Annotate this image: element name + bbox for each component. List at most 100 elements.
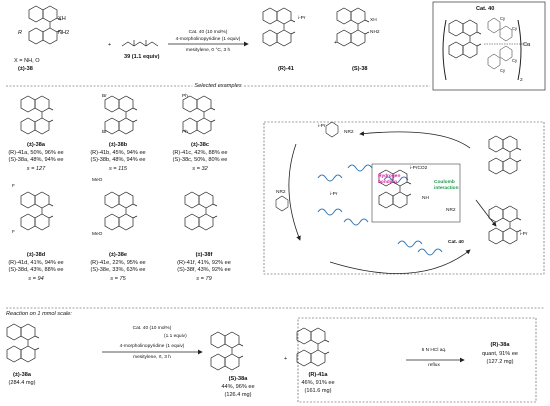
substituent-f-bottom: F xyxy=(12,230,15,235)
substituent-ome-bottom: MeO xyxy=(92,232,103,237)
mech-hbond-label: Hydrogen bonding xyxy=(378,174,401,185)
scale-cond-base: 4-morpholinopyridine (1 equiv) xyxy=(119,344,185,349)
condition-cat: Cat. 40 (10 mol%) xyxy=(188,30,228,35)
condition-solvent: mesitylene, 0 °C, 3 h xyxy=(185,48,231,53)
product-41-ipr: i-Pr xyxy=(298,16,306,21)
substituent-ph-top: Ph xyxy=(182,94,188,99)
final-product-mass: (127.2 mg) xyxy=(486,359,514,365)
cycle-arrow-top xyxy=(359,131,471,149)
scale-sm-mass: (284.4 mg) xyxy=(8,380,36,386)
example-selectivity: s = 32 xyxy=(192,166,208,172)
example-r-result: (R)-41e, 22%, 95% ee xyxy=(90,260,146,266)
scale-product-41a: (R)-41a xyxy=(308,372,328,378)
example-s-result: (S)-38b, 48%, 94% ee xyxy=(90,157,146,163)
example-r-result: (R)-41d, 41%, 94% ee xyxy=(8,260,64,266)
cycle-arrow-left xyxy=(288,143,301,241)
substituent-ome-top: MeO xyxy=(92,178,103,183)
cy-4: Cy xyxy=(500,68,506,73)
mech-pyridine-nr2: NR2 xyxy=(276,190,286,195)
recovered-38-structure xyxy=(336,7,370,47)
hydrolysis-condition: reflux xyxy=(428,363,440,368)
example-selectivity: s = 79 xyxy=(196,276,212,282)
example-38a-structure xyxy=(20,95,54,135)
product-41-structure xyxy=(262,7,296,47)
product-38-xh: XH xyxy=(370,18,377,23)
mech-iprco2: i-PrCO2 xyxy=(410,166,428,171)
mech-coulomb-label: Coulomb interaction xyxy=(434,180,459,191)
mech-nr2-ts: NR2 xyxy=(446,208,456,213)
example-38d-structure xyxy=(20,191,54,231)
substituent-ph-bottom: Ph xyxy=(182,130,188,135)
plus-2: + xyxy=(334,40,338,46)
substituent-f-top: F xyxy=(12,184,15,189)
final-product-yield: quant, 91% ee xyxy=(481,351,519,357)
example-selectivity: s = 75 xyxy=(110,276,126,282)
example-r-result: (R)-41b, 45%, 94% ee xyxy=(90,150,146,156)
cycle-arrow-right xyxy=(475,199,497,227)
transition-state-box xyxy=(371,163,461,223)
nh2-label: NH2 xyxy=(58,30,70,36)
cycle-arrow-bottom xyxy=(329,249,471,274)
mech-nr2-acyl: NR2 xyxy=(344,130,354,135)
acylpyridinium-ring xyxy=(325,121,339,138)
catalyst-subscript: 2 xyxy=(520,78,523,83)
example-s-result: (S)-38f, 43%, 92% ee xyxy=(177,267,231,273)
binaphthyl-38-structure xyxy=(28,5,62,45)
hydrolysis-reagent: 6 N HCl aq. xyxy=(421,348,447,353)
catalyst-40-structure xyxy=(448,19,482,59)
scale-plus: + xyxy=(284,356,288,362)
plus-1: + xyxy=(108,42,112,48)
example-selectivity: s = 127 xyxy=(26,166,46,172)
final-product-label: (R)-38a xyxy=(490,342,510,348)
catalyst-40-box xyxy=(432,1,546,91)
scale-sm-label: (±)-38a xyxy=(13,372,31,378)
reagent-39-label: 39 (1.1 equiv) xyxy=(124,54,160,60)
scale-product-38a-yield: 44%, 96% ee xyxy=(221,384,255,390)
mech-product-ipr: i-Pr xyxy=(520,232,528,237)
example-38b-structure xyxy=(104,95,138,135)
scale-product-38a: (S)-38a xyxy=(228,376,248,382)
catalyst-metal: Ca xyxy=(523,42,531,48)
condition-base: 4-morpholinopyridine (1 equiv) xyxy=(175,37,241,42)
scale-sm-structure xyxy=(6,323,40,363)
example-r-result: (R)-41a, 50%, 96% ee xyxy=(8,150,64,156)
anhydride-39-structure xyxy=(121,41,159,47)
product-38-nh2: NH2 xyxy=(370,30,380,35)
x-definition: X = NH, O xyxy=(14,58,40,64)
xh-label: XH xyxy=(58,16,66,22)
sm-38-label: (±)-38 xyxy=(18,66,33,72)
hydrolysis-box xyxy=(297,317,537,403)
example-r-result: (R)-41f, 41%, 92% ee xyxy=(177,260,231,266)
catalyst-ligands xyxy=(317,164,443,256)
example-id: (±)-38b xyxy=(108,142,128,148)
example-38f-structure xyxy=(184,191,218,231)
scale-41a-structure xyxy=(296,327,330,367)
substituent-br-bottom: Br xyxy=(102,130,107,135)
scale-cond-anhydride: (1.1 equiv) xyxy=(164,334,187,339)
example-38c-structure xyxy=(182,95,216,135)
example-id: (±)-38f xyxy=(195,252,213,258)
cy-3: Cy xyxy=(512,58,518,63)
cy-1: Cy xyxy=(500,16,506,21)
catalyst-title: Cat. 40 xyxy=(476,6,495,12)
example-id: (±)-38a xyxy=(27,142,45,148)
product-38-label: (S)-38 xyxy=(352,66,368,72)
example-s-result: (S)-38e, 33%, 63% ee xyxy=(90,267,146,273)
cy-2: Cy xyxy=(512,26,518,31)
scale-product-38a-mass: (126.4 mg) xyxy=(224,392,252,398)
example-id: (±)-38c xyxy=(191,142,209,148)
mech-substrate-structure xyxy=(488,135,522,175)
scale-product-41a-yield: 46%, 91% ee xyxy=(301,380,335,386)
example-38e-structure xyxy=(104,191,138,231)
mech-product-structure xyxy=(488,205,522,245)
example-id: (±)-38d xyxy=(26,252,46,258)
mech-nh-label: NH xyxy=(422,196,429,201)
example-id: (±)-38e xyxy=(109,252,127,258)
example-selectivity: s = 115 xyxy=(108,166,128,172)
mech-cat-label: Cat. 40 xyxy=(448,240,464,245)
mechanism-box xyxy=(263,121,545,275)
substituent-br-top: Br xyxy=(102,94,107,99)
selected-examples-heading: Selected examples xyxy=(192,83,244,90)
scale-cond-solvent: mesitylene, rt, 3 h xyxy=(133,355,171,360)
